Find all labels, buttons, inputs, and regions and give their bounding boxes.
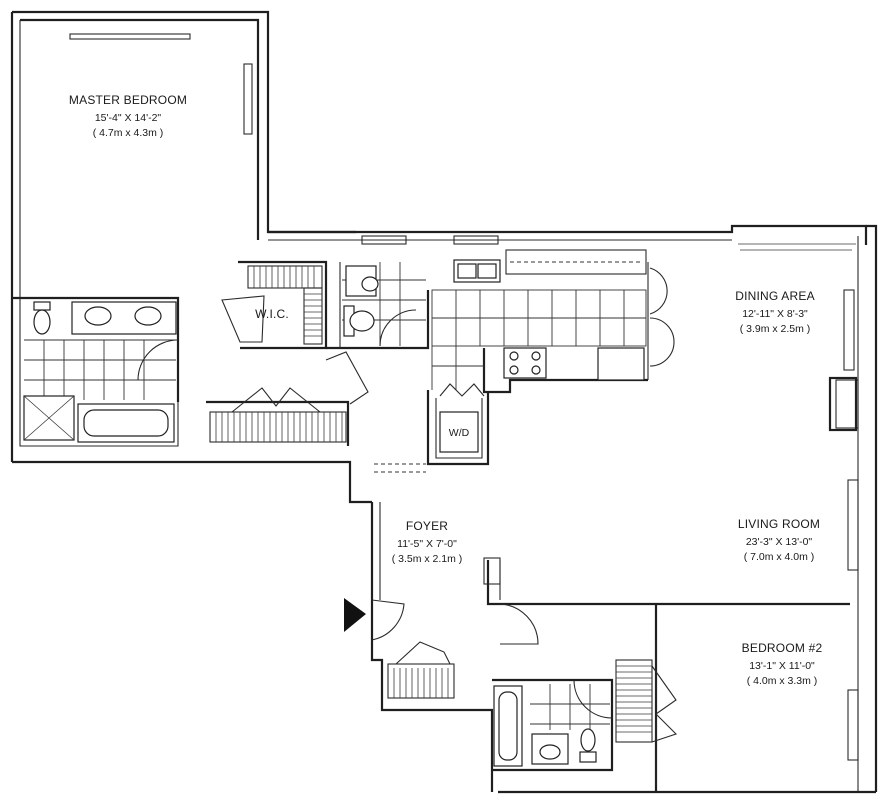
wd-label: W/D <box>449 427 470 439</box>
entry-door-swing <box>371 599 405 641</box>
room-dimensions-metric: ( 4.0m x 3.3m ) <box>747 675 818 687</box>
sink-icon <box>345 265 379 297</box>
room-dimensions-metric: ( 3.9m x 2.5m ) <box>740 323 811 335</box>
pocket-doors <box>649 267 675 367</box>
room-dimensions: 11'-5" X 7'-0" <box>397 538 457 550</box>
bedroom2-closet <box>615 659 678 743</box>
laundry: W/D <box>439 383 485 453</box>
toilet-icon <box>33 301 51 335</box>
room-dimensions-metric: ( 4.7m x 4.3m ) <box>93 127 164 139</box>
dashed-openings <box>374 463 426 473</box>
kitchen <box>431 249 675 390</box>
room-bedroom-2: BEDROOM #2 13'-1" X 11'-0" ( 4.0m x 3.3m… <box>742 641 823 687</box>
door-swing <box>573 679 613 719</box>
stove-icon <box>503 347 547 379</box>
sink-icon <box>134 306 162 326</box>
coat-closet <box>387 641 455 699</box>
wic-label: W.I.C. <box>255 307 289 321</box>
door-swing <box>379 309 417 347</box>
room-name: DINING AREA <box>735 289 815 303</box>
toilet-icon <box>343 305 375 337</box>
room-name: FOYER <box>406 519 448 533</box>
sink-icon <box>531 733 569 765</box>
master-bath <box>23 301 179 443</box>
foyer-features <box>325 351 539 699</box>
room-dimensions: 23'-3" X 13'-0" <box>746 536 813 548</box>
room-name: BEDROOM #2 <box>742 641 823 655</box>
corridor-closet <box>209 387 347 443</box>
hall-bath <box>342 262 426 347</box>
room-name: MASTER BEDROOM <box>69 93 187 107</box>
bedroom2-bath <box>493 679 613 767</box>
master-bath-tile-grid <box>24 339 176 400</box>
shower-icon <box>23 395 75 441</box>
exterior-walls <box>10 10 878 794</box>
room-dimensions-metric: ( 7.0m x 4.0m ) <box>744 551 815 563</box>
kitchen-sink-icon <box>453 259 501 283</box>
washer-dryer-icon <box>439 411 479 453</box>
kitchen-tile-grid <box>431 289 647 390</box>
room-dimensions: 15'-4" X 14'-2" <box>95 112 162 124</box>
room-name: LIVING ROOM <box>738 517 820 531</box>
room-dimensions: 12'-11" X 8'-3" <box>742 308 808 320</box>
sink-icon <box>84 306 112 326</box>
interior-walls <box>12 260 858 792</box>
windows <box>69 33 859 761</box>
bathtub-icon <box>77 403 175 443</box>
walk-in-closet: W.I.C. <box>221 265 323 345</box>
refrigerator-icon <box>597 347 645 381</box>
door-swing <box>499 603 539 645</box>
toilet-icon <box>579 728 597 763</box>
room-dining-area: DINING AREA 12'-11" X 8'-3" ( 3.9m x 2.5… <box>735 289 815 335</box>
entry-arrow-icon <box>344 598 366 632</box>
room-living-room: LIVING ROOM 23'-3" X 13'-0" ( 7.0m x 4.0… <box>738 517 820 563</box>
room-foyer: FOYER 11'-5" X 7'-0" ( 3.5m x 2.1m ) <box>392 519 463 565</box>
room-master-bedroom: MASTER BEDROOM 15'-4" X 14'-2" ( 4.7m x … <box>69 93 187 139</box>
door-swing <box>137 339 179 381</box>
room-dimensions-metric: ( 3.5m x 2.1m ) <box>392 553 463 565</box>
room-dimensions: 13'-1" X 11'-0" <box>749 660 815 672</box>
bathtub-icon <box>493 685 523 767</box>
